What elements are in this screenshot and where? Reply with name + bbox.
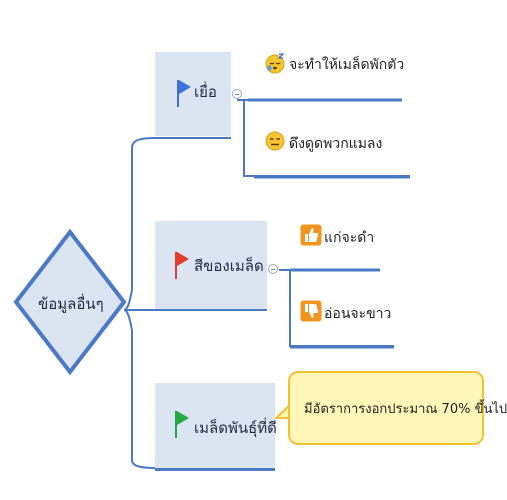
leaf-underlines <box>248 98 410 349</box>
branch-label-2: สีของเมล็ด <box>194 257 264 275</box>
red-flag-icon <box>175 252 189 279</box>
collapse-toggle-branch-1[interactable] <box>232 89 242 99</box>
branch-label-1: เยื่อ <box>194 83 217 101</box>
thumbs-down-icon <box>300 300 322 322</box>
collapse-toggle-branch-2[interactable] <box>268 264 278 274</box>
leaf-label-2-2: อ่อนจะขาว <box>324 306 392 322</box>
green-flag-icon <box>175 411 189 438</box>
root-connectors <box>123 137 156 469</box>
connector-branch-1 <box>123 137 156 311</box>
branch-3-underline <box>155 468 275 471</box>
branch-box-1[interactable] <box>155 52 231 136</box>
leaf-label-1-1: จะทำให้เมล็ดพักตัว <box>289 57 405 73</box>
neutral-face-icon <box>265 131 285 151</box>
branch-label-3: เมล็ดพันธุ์ที่ดี <box>194 419 277 437</box>
root-node-label: ข้อมูลอื่นๆ <box>38 295 104 313</box>
connector-branch-3 <box>123 309 156 469</box>
note-callout-text: มีอัตราการงอกประมาณ 70% ขึ้นไป <box>304 402 507 417</box>
branch-1-underline <box>155 137 231 139</box>
leaf-label-2-1: แก่จะดำ <box>324 230 375 246</box>
note-callout[interactable] <box>288 371 484 445</box>
thumbs-up-icon <box>300 224 322 246</box>
branch-box-2[interactable] <box>155 221 267 309</box>
branch-2-underline <box>155 309 267 311</box>
leaf-label-1-2: ดึงดูดพวกแมลง <box>289 136 383 152</box>
root-node-diamond[interactable] <box>13 228 127 376</box>
sleepy-face-icon <box>265 53 285 74</box>
blue-flag-icon <box>177 80 191 107</box>
